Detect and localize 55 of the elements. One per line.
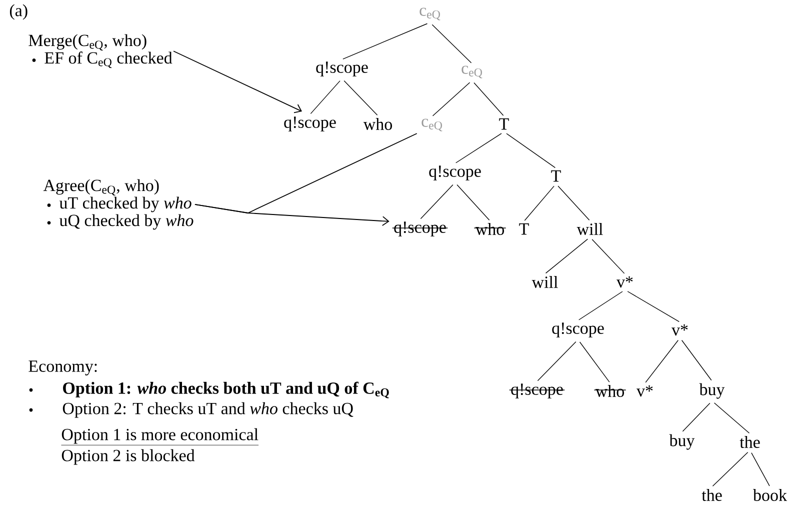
tree-word: v* bbox=[616, 276, 633, 288]
branch-line bbox=[342, 23, 428, 60]
tree-word: buy bbox=[699, 383, 725, 399]
note-text: Option 1 is more economical bbox=[61, 428, 259, 446]
branch-line bbox=[592, 239, 625, 274]
branch-line bbox=[506, 133, 556, 168]
branch-line bbox=[344, 80, 378, 116]
note-text: Economy: bbox=[28, 360, 97, 376]
note-text: (a) bbox=[10, 4, 28, 20]
tree-word: the bbox=[740, 436, 760, 448]
tree-word: buy bbox=[669, 434, 695, 450]
tree-word: q!scope bbox=[552, 322, 604, 338]
branch-line bbox=[578, 291, 623, 320]
tree-word: q!scope bbox=[429, 166, 481, 180]
tree-word: will bbox=[576, 223, 603, 235]
branch-line bbox=[524, 186, 554, 221]
tree-word: q!scope bbox=[316, 62, 368, 76]
branch-line bbox=[310, 80, 340, 114]
branch-line bbox=[682, 402, 710, 432]
tree-word: book bbox=[753, 489, 787, 501]
branch-line bbox=[714, 402, 750, 434]
tree-word: v* bbox=[636, 385, 653, 397]
arrow bbox=[173, 50, 302, 114]
tree-word: who bbox=[363, 118, 392, 130]
note-text: Option 2 is blocked bbox=[62, 449, 195, 465]
tree-word: will bbox=[532, 276, 558, 288]
tree-word: T bbox=[499, 118, 509, 130]
branch-line bbox=[579, 342, 610, 382]
branch-line bbox=[645, 340, 679, 383]
bullet-item: Option 1: who checks both uT and uQ of C$_{eQ}$ bbox=[63, 382, 389, 398]
branch-line bbox=[751, 452, 770, 486]
branch-line bbox=[712, 452, 748, 486]
tree-word: T bbox=[519, 223, 529, 235]
branch-line bbox=[420, 184, 454, 220]
tree-word: the bbox=[702, 489, 722, 501]
branch-line bbox=[456, 133, 502, 164]
bullet-item: Option 2: T checks uT and who checks uQ bbox=[62, 402, 354, 418]
tree-word: T bbox=[551, 170, 561, 182]
tree-word: c$_{eQ}$ bbox=[422, 118, 442, 132]
branch-line bbox=[456, 184, 490, 220]
branch-line bbox=[474, 82, 504, 116]
branch-line bbox=[537, 341, 576, 382]
branch-line bbox=[681, 340, 712, 381]
tree-word: c$_{eQ}$ bbox=[420, 8, 440, 20]
branch-line bbox=[545, 238, 588, 274]
tree-word: q!scope bbox=[284, 116, 336, 132]
annotation-text: Merge(C$_{eQ}$, who) EF of C$_{eQ}$ checked bbox=[28, 34, 172, 68]
branch-line bbox=[627, 291, 680, 322]
arrow bbox=[194, 204, 390, 226]
branch-line bbox=[558, 186, 590, 220]
tree-word: v* bbox=[672, 324, 688, 336]
annotation-text: Agree(C$_{eQ}$, who) uT checked by who uQ checked by who bbox=[43, 179, 194, 230]
branch-line bbox=[432, 82, 470, 116]
branch-line bbox=[432, 24, 472, 64]
tree-word: c$_{eQ}$ bbox=[462, 66, 482, 78]
